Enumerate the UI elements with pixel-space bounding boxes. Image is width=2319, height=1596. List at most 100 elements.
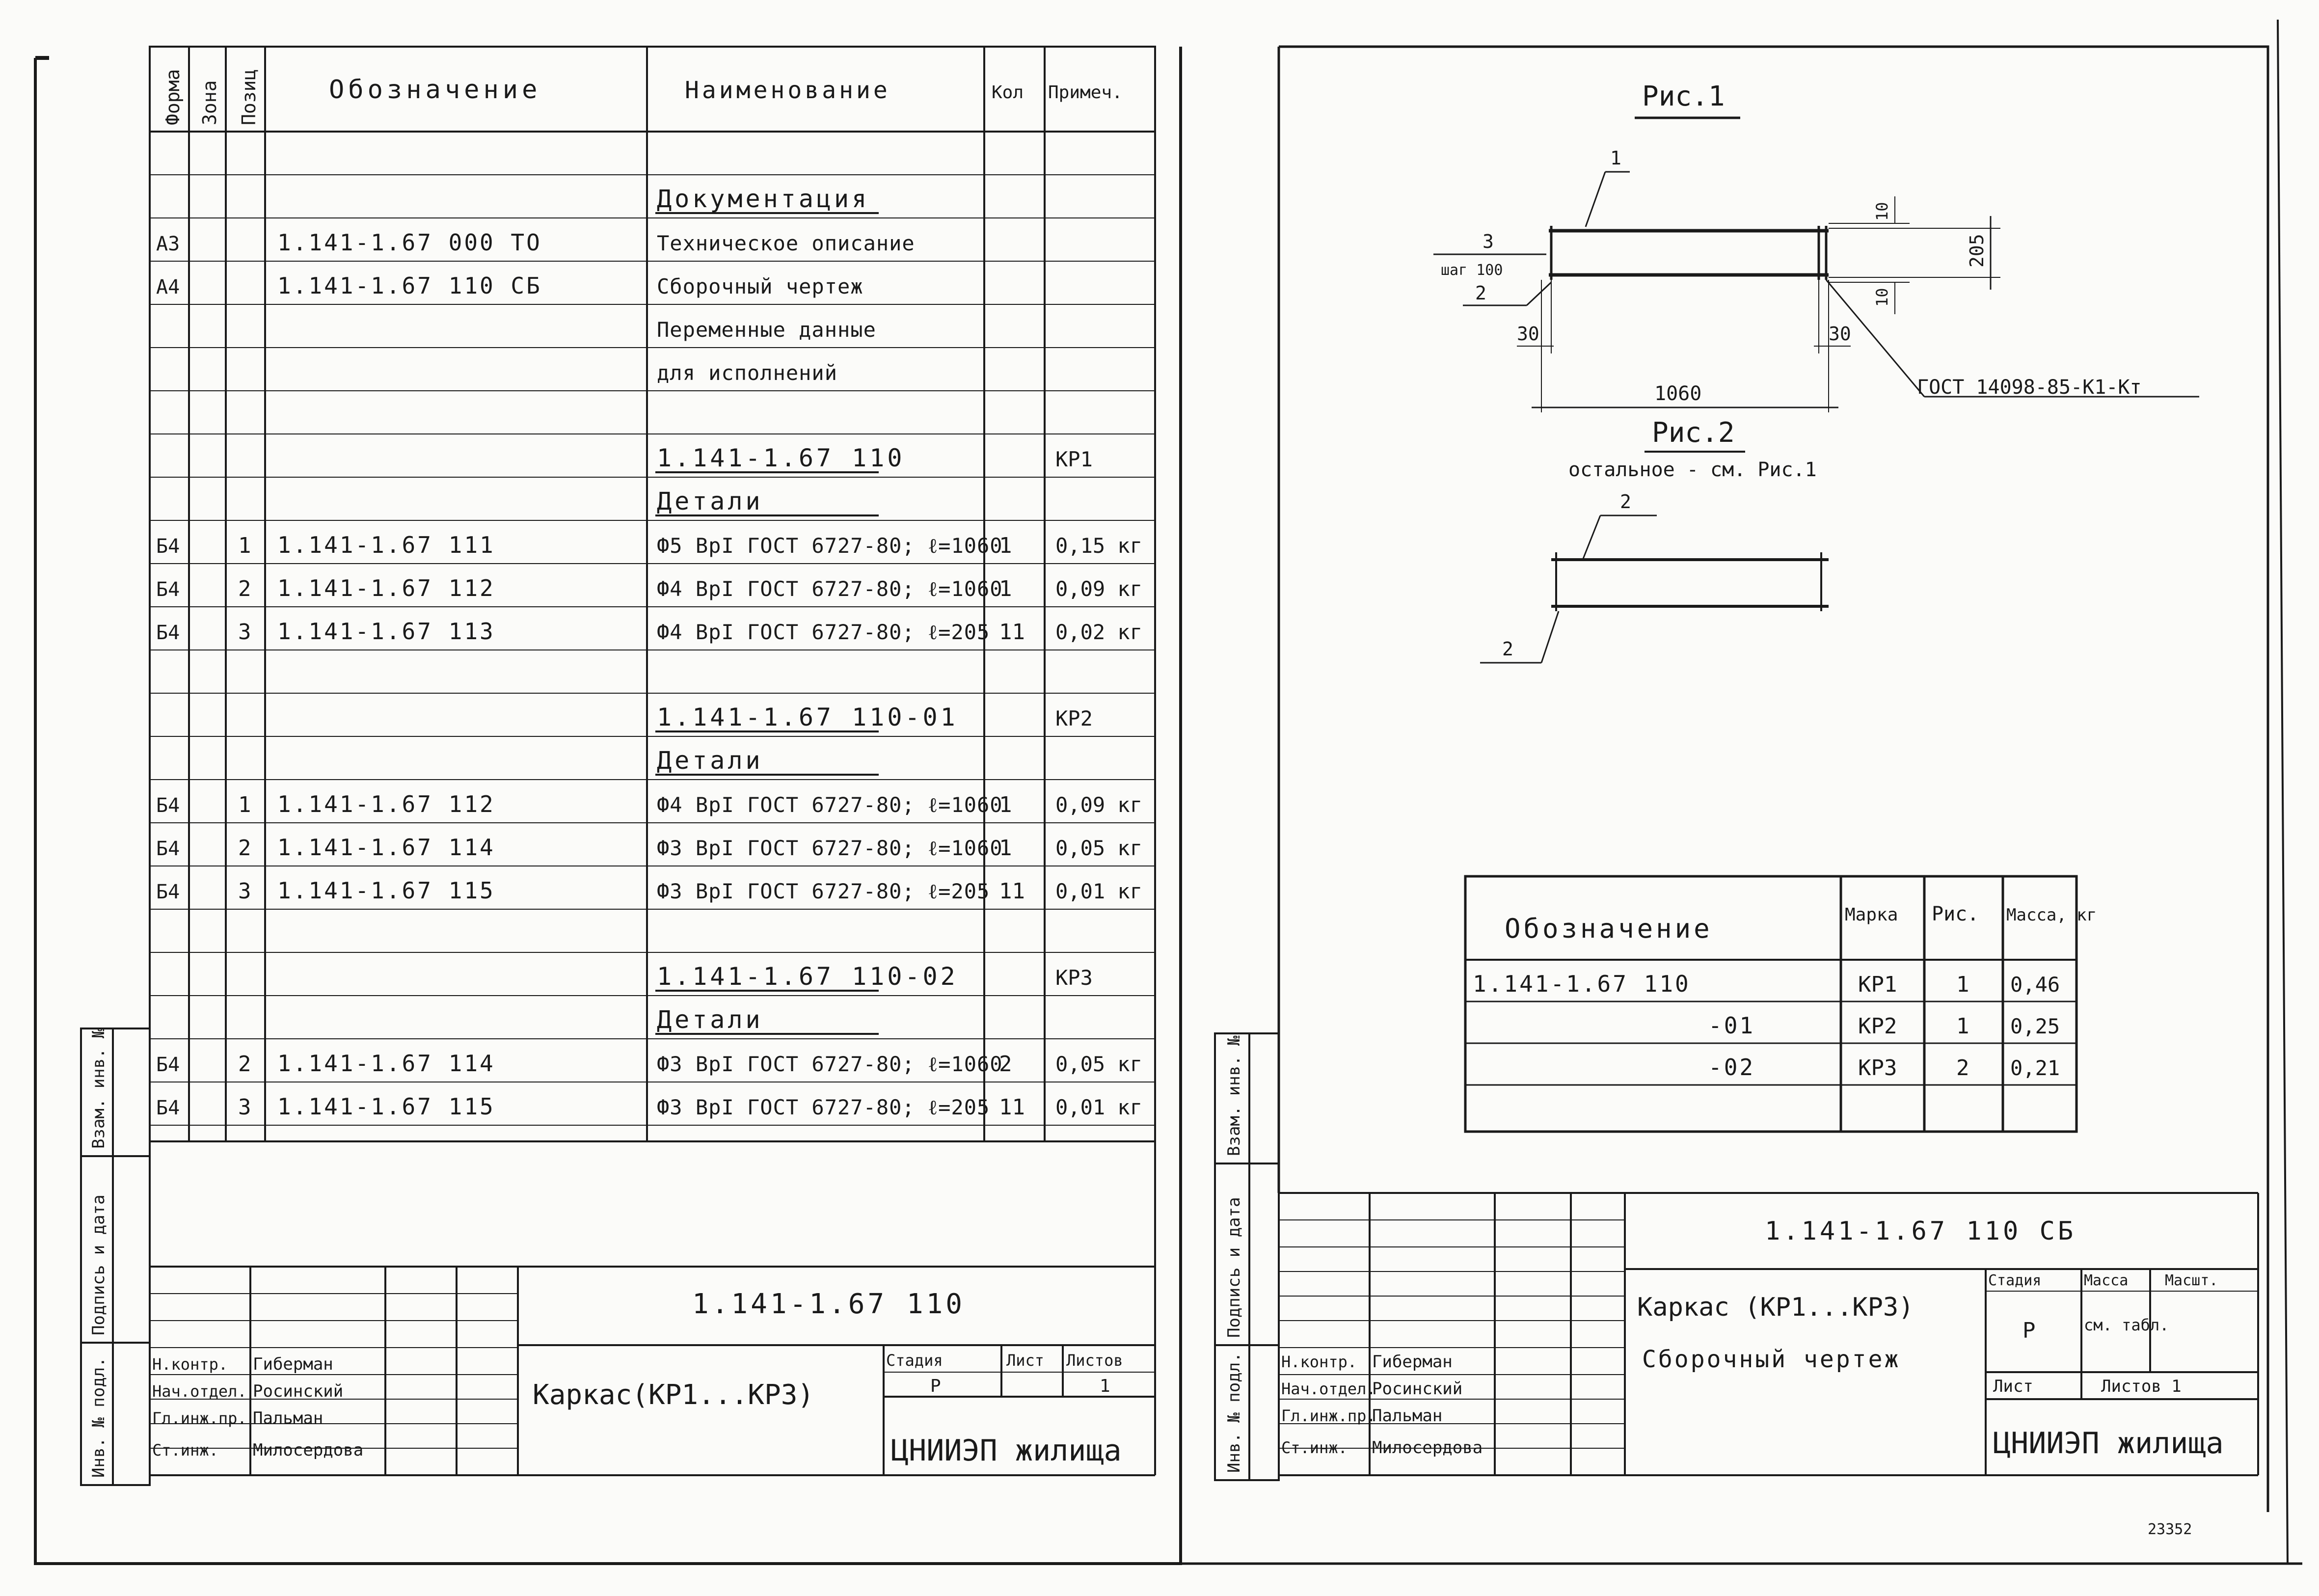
spec-cell-format: А4	[156, 276, 180, 298]
marks-cell-mark: КР1	[1858, 972, 1897, 997]
marks-table-grid	[1464, 875, 2078, 1133]
spec-cell-note: КР3	[1055, 966, 1093, 990]
spec-cell-format: Б4	[156, 622, 180, 644]
signer-role: Нач.отдел.	[1281, 1380, 1376, 1398]
fig2-note: остальное - см. Рис.1	[1568, 459, 1817, 481]
right-title-block-rows	[1279, 1219, 2258, 1449]
spec-cell-name: Ф4 ВрI ГОСТ 6727-80; ℓ=205	[657, 620, 990, 644]
fig2-callout-2-bottom: 2	[1502, 638, 1513, 660]
weld-note: ГОСТ 14098-85-К1-Кт	[1917, 376, 2142, 399]
marks-header-designation: Обозначение	[1505, 913, 1713, 944]
left-org: ЦНИИЭП жилища	[891, 1434, 1122, 1468]
marks-cell-designation: 1.141-1.67 110	[1473, 971, 1691, 997]
left-stage-label: Стадия	[886, 1351, 943, 1370]
right-title-1: Каркас (КР1...КР3)	[1637, 1293, 1914, 1322]
left-sheets-value: 1	[1100, 1376, 1110, 1396]
spec-cell-position: 3	[238, 620, 251, 645]
spec-cell-note: 0,09 кг	[1055, 793, 1142, 817]
dim-205: 205	[1966, 234, 1988, 268]
spec-cell-format: Б4	[156, 535, 180, 558]
right-title-block-grid	[1279, 1192, 2259, 1476]
marks-cell-mark: КР3	[1858, 1055, 1897, 1081]
header-position: Позиц	[238, 69, 260, 125]
spec-cell-position: 2	[238, 1052, 251, 1077]
page-number: 23352	[2148, 1521, 2192, 1538]
left-stage-value: Р	[930, 1376, 941, 1396]
fig1-frame	[1433, 171, 2199, 412]
spec-cell-name: Ф3 ВрI ГОСТ 6727-80; ℓ=1060	[657, 836, 1003, 860]
signer-name: Гиберман	[1372, 1352, 1453, 1372]
dim-10-top: 10	[1873, 202, 1891, 221]
signer-name: Росинский	[1372, 1379, 1462, 1399]
spec-cell-designation: 1.141-1.67 115	[277, 877, 495, 904]
spec-cell-note: 0,02 кг	[1055, 620, 1142, 644]
spec-cell-note: КР1	[1055, 447, 1093, 471]
marks-cell-designation: -02	[1708, 1054, 1755, 1081]
spec-cell-name: Ф4 ВрI ГОСТ 6727-80; ℓ=1060	[657, 793, 1003, 817]
spec-cell-name: 1.141-1.67 110-02	[657, 962, 958, 991]
right-side-label-sign-date: Подпись и дата	[1224, 1197, 1244, 1338]
fig1-callout-2: 2	[1475, 282, 1486, 304]
marks-header-fig: Рис.	[1932, 903, 1979, 925]
left-code: 1.141-1.67 110	[692, 1288, 965, 1320]
left-side-strip	[80, 1028, 151, 1486]
signer-name: Милосердова	[253, 1440, 363, 1460]
marks-cell-mass: 0,25	[2010, 1014, 2060, 1038]
spec-cell-name: для исполнений	[657, 361, 837, 385]
signer-name: Пальман	[1372, 1406, 1442, 1426]
signer-role: Ст.инж.	[152, 1441, 218, 1460]
spec-cell-designation: 1.141-1.67 115	[277, 1093, 495, 1120]
spec-cell-note: 0,09 кг	[1055, 577, 1142, 601]
spec-cell-note: 0,01 кг	[1055, 879, 1142, 903]
spec-cell-designation: 1.141-1.67 114	[277, 834, 495, 861]
spec-cell-designation: 1.141-1.67 112	[277, 791, 495, 817]
spec-cell-designation: 1.141-1.67 000 ТО	[277, 229, 542, 256]
side-label-sign-date: Подпись и дата	[89, 1194, 108, 1335]
spec-cell-note: 0,15 кг	[1055, 534, 1142, 558]
right-scale-label: Масшт.	[2165, 1272, 2218, 1289]
spec-cell-note: 0,05 кг	[1055, 836, 1142, 860]
right-org: ЦНИИЭП жилища	[1993, 1426, 2224, 1461]
header-format: Форма	[162, 69, 184, 125]
spec-cell-designation: 1.141-1.67 110 СБ	[277, 272, 542, 299]
spec-row-lines	[150, 174, 1155, 1126]
signer-name: Пальман	[253, 1408, 323, 1428]
side-label-inv-vzam: Взам. инв. №	[89, 1028, 108, 1149]
spec-cell-qty: 1	[999, 792, 1012, 817]
dim-10-bottom: 10	[1873, 288, 1891, 307]
right-mass-value: см. табл.	[2084, 1316, 2169, 1334]
spec-cell-name: Детали	[657, 487, 763, 515]
left-sheet-label: Лист	[1006, 1351, 1044, 1370]
marks-header-mark: Марка	[1845, 905, 1898, 925]
spec-cell-position: 3	[238, 1095, 251, 1120]
left-sheets-label: Листов	[1066, 1351, 1123, 1370]
spec-cell-format: А3	[156, 233, 180, 255]
fig1-callout-3: 3	[1483, 231, 1494, 252]
signer-role: Н.контр.	[152, 1355, 228, 1374]
right-stage-value: Р	[2022, 1318, 2036, 1343]
right-code: 1.141-1.67 110 СБ	[1765, 1217, 2076, 1246]
spec-cell-name: Ф3 ВрI ГОСТ 6727-80; ℓ=1060	[657, 1052, 1003, 1076]
marks-cell-mass: 0,21	[2010, 1056, 2060, 1080]
spec-cell-format: Б4	[156, 838, 180, 860]
marks-cell-fig: 1	[1956, 972, 1969, 997]
side-label-inv-podl: Инв. № подл.	[89, 1357, 108, 1478]
header-qty: Кол	[992, 82, 1024, 103]
marks-cell-fig: 2	[1956, 1055, 1969, 1081]
signer-role: Н.контр.	[1281, 1353, 1357, 1371]
spec-cell-qty: 1	[999, 576, 1012, 601]
fig2-title: Рис.2	[1652, 417, 1735, 449]
spec-cell-format: Б4	[156, 578, 180, 601]
spec-cell-qty: 1	[999, 533, 1012, 558]
right-sheets-label: Листов 1	[2101, 1377, 2182, 1396]
spec-cell-position: 3	[238, 879, 251, 904]
left-title-block-grid	[150, 1266, 1155, 1476]
outer-frames	[34, 19, 2302, 1565]
spec-cell-position: 2	[238, 576, 251, 601]
dim-30-right: 30	[1829, 323, 1851, 345]
spec-cell-qty: 1	[999, 836, 1012, 861]
